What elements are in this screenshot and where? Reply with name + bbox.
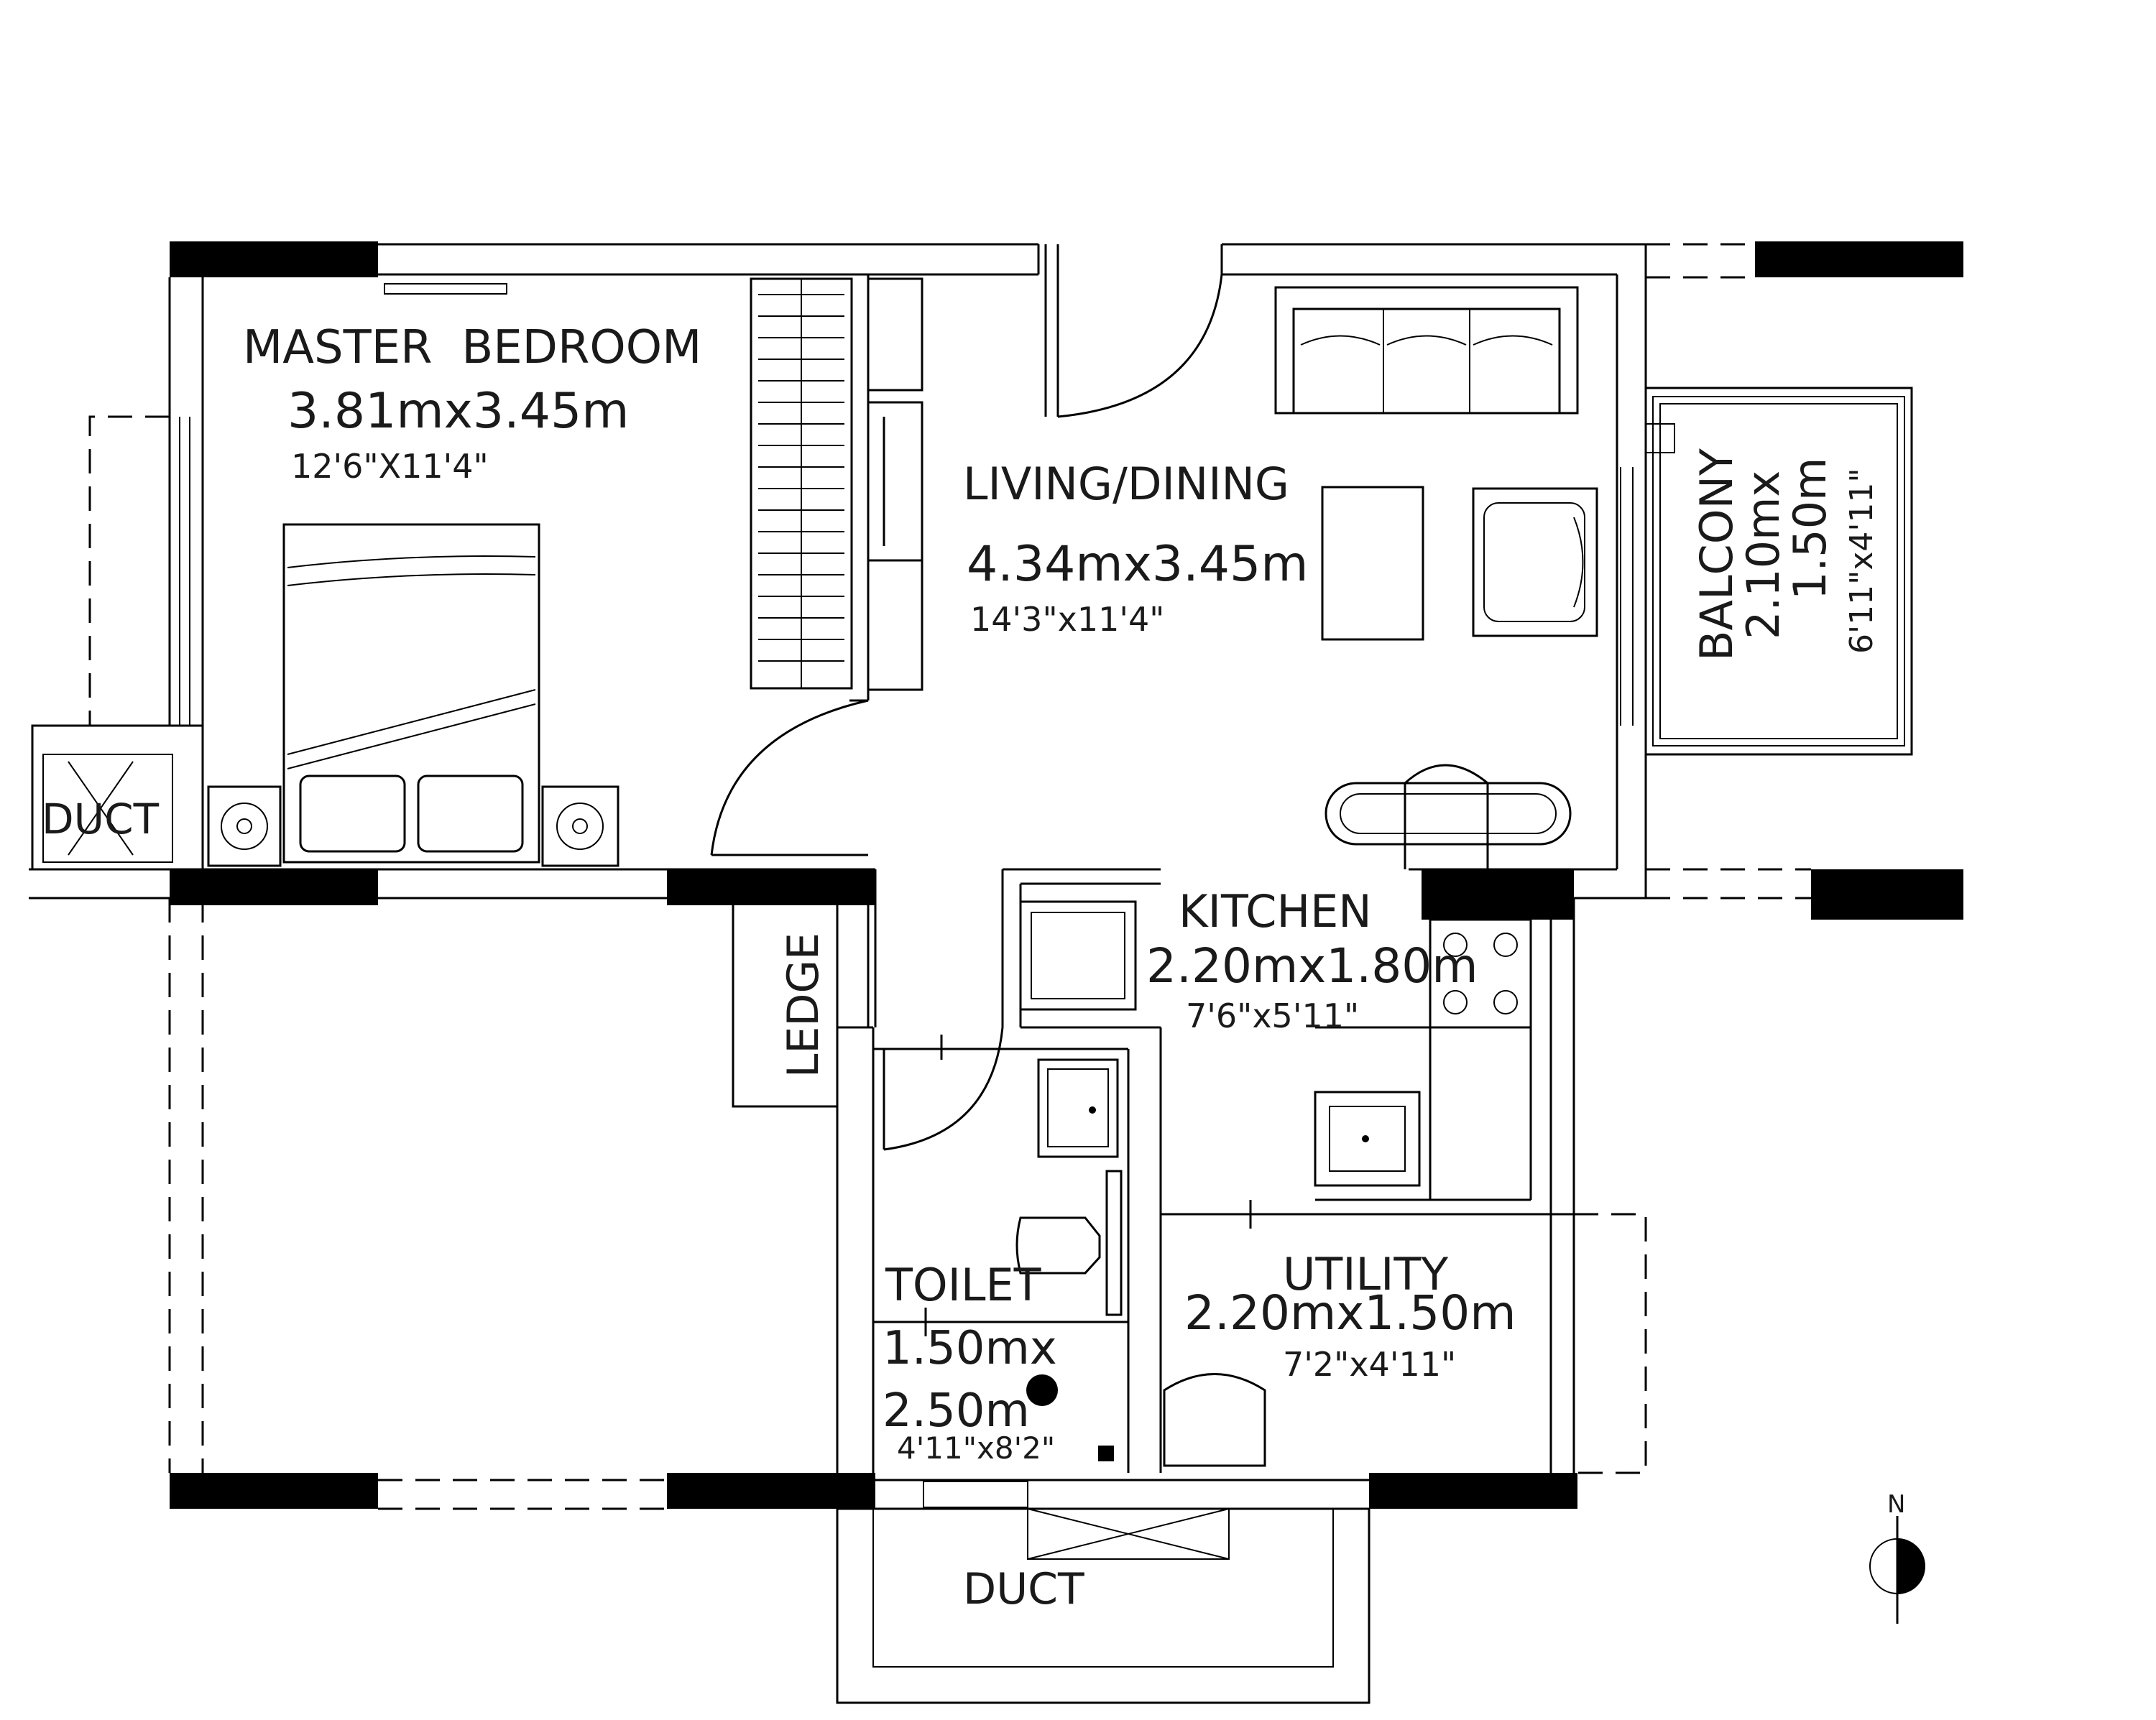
wardrobe bbox=[384, 277, 923, 691]
toilet-name: TOILET bbox=[885, 1259, 1042, 1311]
master-bedroom-name: MASTER BEDROOM bbox=[243, 321, 701, 374]
master-bedroom-size-m: 3.81mx3.45m bbox=[287, 383, 630, 440]
living-dining-name: LIVING/DINING bbox=[963, 458, 1289, 510]
room-labels: MASTER BEDROOM 3.81mx3.45m 12'6"X11'4" L… bbox=[243, 321, 1880, 1614]
compass-north-label: N bbox=[1887, 1490, 1905, 1519]
north-compass-icon: N bbox=[1869, 1490, 1925, 1624]
sofa bbox=[1274, 286, 1579, 415]
utility-size-ft: 7'2"x4'11" bbox=[1283, 1345, 1456, 1384]
armchair bbox=[1472, 487, 1598, 637]
living-dining-size-ft: 14'3"x11'4" bbox=[970, 600, 1164, 639]
duct-left: DUCT bbox=[31, 724, 204, 871]
coffee-table bbox=[1321, 486, 1424, 641]
kitchen-name: KITCHEN bbox=[1179, 885, 1372, 938]
kitchen-size-m: 2.20mx1.80m bbox=[1146, 938, 1478, 994]
doors bbox=[710, 274, 1252, 1336]
duct-left-label: DUCT bbox=[42, 795, 160, 843]
dashed-outlines bbox=[88, 243, 1811, 1510]
balcony-outline bbox=[1620, 387, 1913, 756]
utility-washer bbox=[1163, 1373, 1266, 1467]
toilet-size-ft: 4'11"x8'2" bbox=[897, 1430, 1055, 1466]
toilet-size-m-line1: 1.50mx bbox=[883, 1322, 1057, 1375]
duct-bottom-label: DUCT bbox=[963, 1564, 1084, 1614]
utility-name: UTILITY bbox=[1283, 1248, 1448, 1300]
balcony-size-m-line1: 2.10mx bbox=[1737, 471, 1789, 639]
ledge-outline bbox=[732, 897, 839, 1108]
dining-set bbox=[1325, 764, 1572, 869]
living-dining-size-m: 4.34mx3.45m bbox=[967, 536, 1309, 593]
utility-size-m: 2.20mx1.50m bbox=[1184, 1285, 1516, 1341]
kitchen-size-ft: 7'6"x5'11" bbox=[1186, 997, 1359, 1035]
master-bedroom-size-ft: 12'6"X11'4" bbox=[291, 447, 489, 486]
bed bbox=[282, 523, 540, 864]
structural-columns bbox=[170, 241, 1963, 1509]
toilet-fixtures bbox=[923, 1058, 1123, 1508]
balcony-size-m-line2: 1.50m bbox=[1784, 458, 1836, 600]
bedside-tables bbox=[207, 785, 619, 867]
balcony-name: BALCONY bbox=[1690, 448, 1743, 661]
ledge-label: LEDGE bbox=[778, 933, 829, 1078]
toilet-size-m-line2: 2.50m bbox=[883, 1384, 1030, 1438]
duct-bottom bbox=[836, 1507, 1370, 1704]
balcony-size-ft: 6'11"x4'11" bbox=[1843, 468, 1880, 654]
kitchen-fixtures bbox=[1019, 900, 1532, 1201]
